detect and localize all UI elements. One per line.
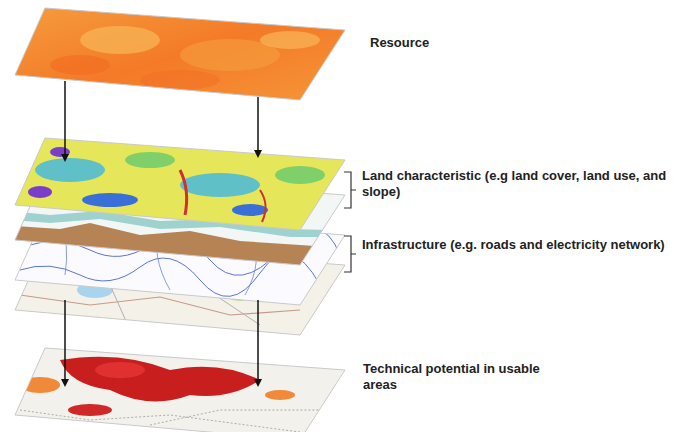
layer-label: Infrastructure (e.g. roads and electrici… <box>362 237 687 253</box>
flow-arrow <box>64 300 66 385</box>
group-bracket <box>344 172 356 208</box>
technical-potential-layer <box>0 340 360 432</box>
layer-label: Technical potential in usable areas <box>363 361 553 394</box>
flow-arrow <box>64 81 66 160</box>
land-cover-layer <box>0 130 360 240</box>
layer-label: Resource <box>370 35 570 51</box>
resource-layer <box>0 0 360 110</box>
group-bracket <box>344 236 356 272</box>
layer-label: Land characteristic (e.g land cover, lan… <box>362 168 692 201</box>
flow-arrow <box>257 300 259 385</box>
flow-arrow <box>257 97 259 156</box>
